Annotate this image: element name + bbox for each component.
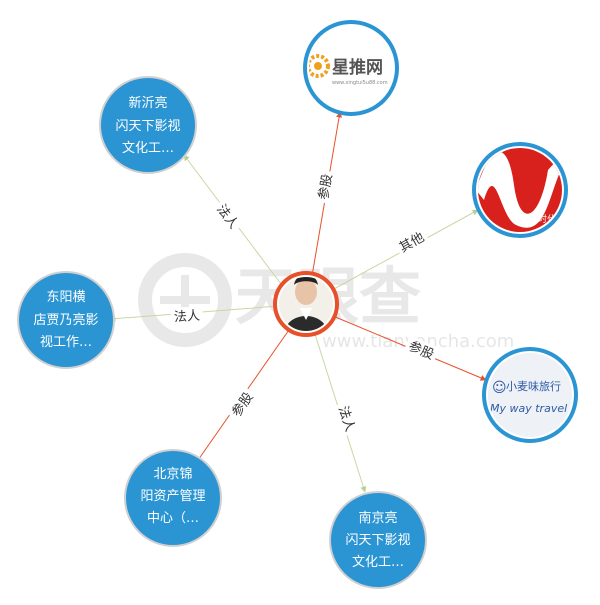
xingtui-logo-icon <box>309 54 330 78</box>
node-line: 视工作… <box>40 335 92 350</box>
wenshang-logo-text: 文影时代 <box>520 213 556 225</box>
node-line: 闪天下影视 <box>345 533 410 548</box>
node-xintui[interactable]: 星推网 www.xingtui5u88.com <box>303 20 399 116</box>
red-wave-logo-icon <box>478 150 562 228</box>
edge-label-xintui: 参股 <box>313 169 339 205</box>
myway-logo-text: 小麦味旅行 <box>506 379 561 393</box>
edge-label-text: 法人 <box>335 404 357 433</box>
node-line: 文化工… <box>122 141 174 156</box>
edge-label-beijing: 参股 <box>225 386 261 424</box>
node-line: 店贾乃亮影 <box>33 312 98 328</box>
edge-label-dongyang: 法人 <box>170 305 204 329</box>
edge-label-nanjing: 法人 <box>331 400 361 438</box>
node-line: 闪天下影视 <box>115 119 180 134</box>
node-line: 阳资产管理 <box>140 489 205 504</box>
center-node[interactable] <box>273 271 339 337</box>
node-line: 南京亮 <box>358 510 397 526</box>
xintui-logo-sub: www.xingtui5u88.com <box>332 80 388 86</box>
xintui-logo-text: 星推网 <box>332 57 383 78</box>
myway-logo-icon: ☺ <box>492 380 507 396</box>
node-dongyang[interactable]: 东阳横 店贾乃亮影 视工作… <box>17 271 115 369</box>
node-line: 东阳横 <box>46 290 85 305</box>
node-line: 文化工… <box>352 555 404 570</box>
edge-label-text: 法人 <box>174 309 201 326</box>
myway-logo-sub: My way travel <box>490 402 567 415</box>
edge-label-xinyi: 法人 <box>209 198 245 236</box>
node-beijing[interactable]: 北京锦 阳资产管理 中心（… <box>124 449 222 547</box>
node-wenshang[interactable]: 文影时代 <box>472 142 568 238</box>
edge-label-wenshang: 其他 <box>393 226 431 260</box>
tianyancha-logo-icon <box>138 253 232 347</box>
node-line: 新沂亮 <box>128 95 167 111</box>
node-line: 北京锦 <box>153 467 192 482</box>
edge-label-text: 参股 <box>315 173 335 201</box>
node-myway[interactable]: ☺ 小麦味旅行 My way travel <box>482 347 578 443</box>
node-line: 中心（… <box>147 511 199 526</box>
node-xinyi[interactable]: 新沂亮 闪天下影视 文化工… <box>99 76 197 174</box>
node-nanjing[interactable]: 南京亮 闪天下影视 文化工… <box>329 491 427 589</box>
